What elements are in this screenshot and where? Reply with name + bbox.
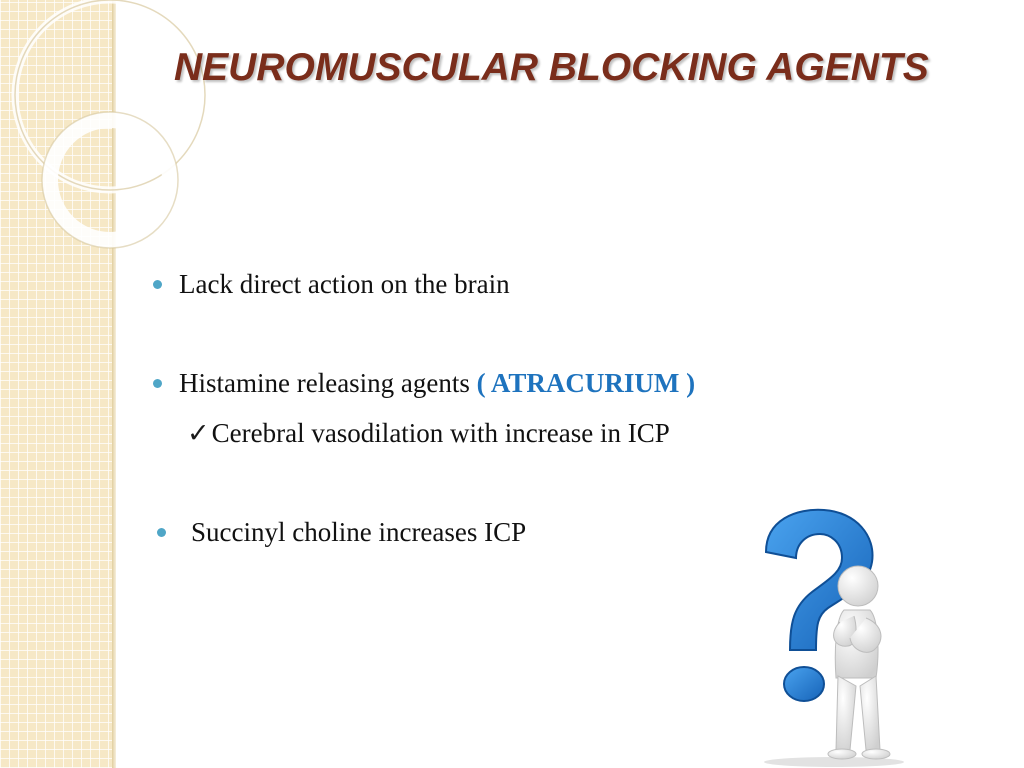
decorative-ring-small bbox=[42, 112, 178, 248]
bullet-text: Histamine releasing agents bbox=[179, 368, 477, 398]
bullet-text: Succinyl choline increases ICP bbox=[191, 517, 527, 547]
checkmark-icon: ✓ bbox=[187, 418, 210, 448]
circle-bullet-icon bbox=[153, 280, 162, 289]
bullet-item-succinylcholine: Succinyl choline increases ICP bbox=[157, 515, 527, 549]
decorative-ring-large bbox=[11, 0, 209, 194]
bullet-highlight-atracurium: ( ATRACURIUM ) bbox=[476, 368, 696, 398]
bullet-text: Cerebral vasodilation with increase in I… bbox=[211, 418, 670, 448]
bullet-text: Lack direct action on the brain bbox=[179, 269, 510, 299]
question-mark-icon bbox=[764, 508, 874, 702]
side-strip-edge bbox=[112, 0, 116, 768]
thinking-figure-icon bbox=[764, 565, 904, 767]
bullet-item-brain-action: Lack direct action on the brain bbox=[153, 267, 510, 301]
sub-bullet-vasodilation: ✓Cerebral vasodilation with increase in … bbox=[187, 416, 670, 450]
question-mark-figure-illustration bbox=[764, 508, 904, 767]
slide-title: NEUROMUSCULAR BLOCKING AGENTS bbox=[174, 46, 929, 89]
bullet-item-histamine: Histamine releasing agents ( ATRACURIUM … bbox=[153, 366, 696, 400]
circle-bullet-icon bbox=[157, 528, 166, 537]
circle-bullet-icon bbox=[153, 379, 162, 388]
